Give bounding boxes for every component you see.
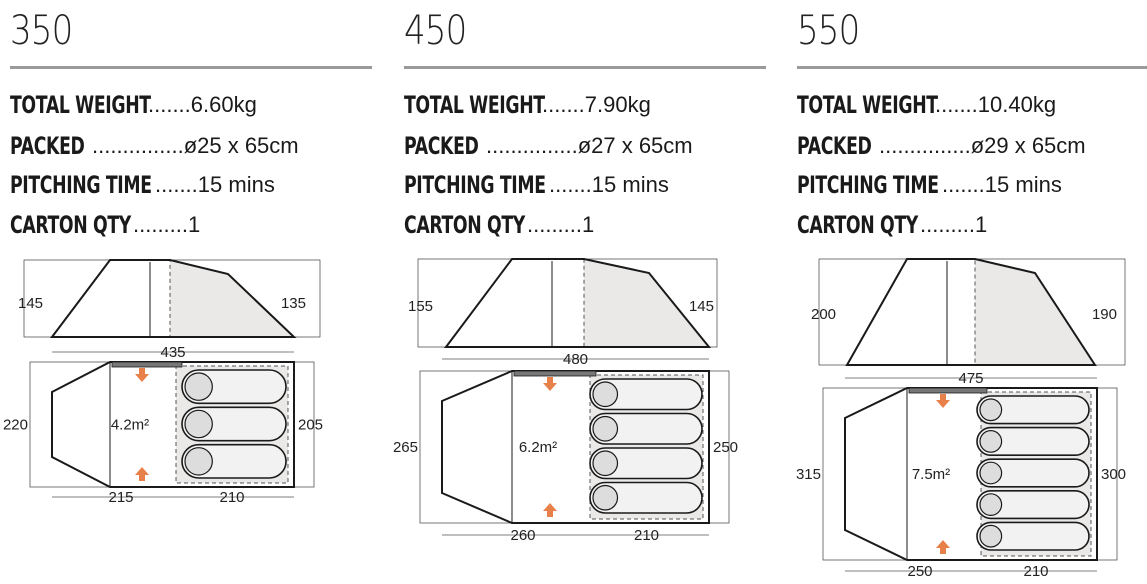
window-strip xyxy=(908,387,988,394)
rear-height-label: 135 xyxy=(281,295,306,312)
front-height-label: 145 xyxy=(18,295,43,312)
elevation-bedroom-area xyxy=(169,259,296,338)
bedroom-length-label: 210 xyxy=(219,489,244,506)
entry-arrow-top-stem xyxy=(139,368,145,375)
entry-arrow-bottom-stem xyxy=(940,547,946,554)
spec-packed: PACKED...............ø25 x 65cm xyxy=(10,132,299,160)
sleeping-bag xyxy=(976,426,1090,457)
spec-packed: PACKED...............ø27 x 65cm xyxy=(404,132,693,160)
model-title: 450 xyxy=(404,8,467,54)
spec-total-weight: TOTAL WEIGHT.......10.40kg xyxy=(797,91,1057,119)
entry-arrow-top xyxy=(936,400,950,408)
sleeping-bag xyxy=(976,490,1090,520)
bedroom-width-label: 300 xyxy=(1101,466,1126,483)
sleeping-bag xyxy=(589,378,703,411)
living-length-label: 260 xyxy=(510,527,535,544)
elevation-outline xyxy=(845,258,1097,366)
model-column-550: 550 TOTAL WEIGHT.......10.40kg PACKED...… xyxy=(796,0,1147,584)
window-strip xyxy=(111,361,183,368)
rear-height-label: 190 xyxy=(1092,306,1117,323)
sleeping-bag-hood xyxy=(184,409,213,439)
model-column-350: 350 TOTAL WEIGHT.......6.60kg PACKED....… xyxy=(3,0,375,584)
spec-pitching-time: PITCHING TIME.......15 mins xyxy=(10,171,275,199)
spec-total-weight: TOTAL WEIGHT.......7.90kg xyxy=(404,91,651,119)
tent-diagram: 155 145 480 6.2m² 265 250 260 210 xyxy=(393,258,738,544)
bedroom-width-label: 205 xyxy=(298,417,323,434)
sleeping-bag-hood xyxy=(184,447,213,476)
total-length-label: 480 xyxy=(563,351,588,368)
model-column-450: 450 TOTAL WEIGHT.......7.90kg PACKED....… xyxy=(393,0,769,584)
entry-arrow-top-stem xyxy=(940,394,946,401)
sleeping-bag xyxy=(976,521,1090,551)
sleeping-bag xyxy=(589,412,703,445)
sleeping-bag-hood xyxy=(979,524,1003,548)
front-height-label: 200 xyxy=(811,306,836,323)
spec-pitching-time: PITCHING TIME.......15 mins xyxy=(404,171,669,199)
rear-height-label: 145 xyxy=(689,298,714,315)
front-height-label: 155 xyxy=(408,298,433,315)
sleeping-bag xyxy=(589,447,703,480)
entry-arrow-bottom-stem xyxy=(139,474,145,481)
floor-area-label: 6.2m² xyxy=(519,439,557,456)
sleeping-bag-hood xyxy=(979,493,1003,517)
bedroom-length-label: 210 xyxy=(1023,563,1048,580)
total-length-label: 475 xyxy=(958,370,983,387)
elevation-bedroom-area xyxy=(974,258,1096,366)
width-label: 265 xyxy=(393,439,418,456)
entry-arrow-bottom-stem xyxy=(547,510,553,517)
window-strip xyxy=(513,370,597,377)
model-title: 550 xyxy=(797,8,860,54)
spec-pitching-time: PITCHING TIME.......15 mins xyxy=(797,171,1062,199)
entry-arrow-bottom xyxy=(543,503,557,511)
sleeping-bag-hood xyxy=(592,484,619,511)
sleeping-bag-hood xyxy=(979,398,1003,422)
model-title: 350 xyxy=(10,8,73,54)
spec-carton-qty: CARTON QTY.........1 xyxy=(404,211,595,239)
entry-arrow-top xyxy=(543,383,557,391)
width-label: 315 xyxy=(796,466,821,483)
entry-arrow-top-stem xyxy=(547,377,553,384)
sleeping-bag-hood xyxy=(592,450,619,477)
bedroom-width-label: 250 xyxy=(713,439,738,456)
floor-area-label: 4.2m² xyxy=(111,417,149,434)
elevation-outline xyxy=(49,259,297,338)
living-length-label: 215 xyxy=(108,489,133,506)
sleeping-bag xyxy=(976,458,1090,488)
entry-arrow-bottom xyxy=(936,540,950,548)
sleeping-bag-hood xyxy=(592,415,619,442)
sleeping-bag-hood xyxy=(592,381,619,408)
total-length-label: 435 xyxy=(160,344,185,361)
floor-area-label: 7.5m² xyxy=(912,466,950,483)
spec-carton-qty: CARTON QTY.........1 xyxy=(10,211,201,239)
elevation-outline xyxy=(444,258,712,348)
spec-packed: PACKED...............ø29 x 65cm xyxy=(797,132,1086,160)
title-divider xyxy=(797,66,1147,69)
spec-carton-qty: CARTON QTY.........1 xyxy=(797,211,988,239)
entry-arrow-top xyxy=(135,374,149,382)
bedroom-length-label: 210 xyxy=(634,527,659,544)
sleeping-bag-hood xyxy=(979,429,1003,453)
sleeping-bag-hood xyxy=(979,461,1003,485)
width-label: 220 xyxy=(3,417,28,434)
sleeping-bag-hood xyxy=(184,372,213,401)
spec-total-weight: TOTAL WEIGHT.......6.60kg xyxy=(10,91,257,119)
tent-diagram: 200 190 475 7.5m² 315 300 250 210 xyxy=(796,258,1126,580)
sleeping-bag xyxy=(589,481,703,514)
title-divider xyxy=(10,66,372,69)
living-length-label: 250 xyxy=(907,563,932,580)
sleeping-bag xyxy=(976,395,1090,425)
tent-diagram: 145 135 435 4.2m² 220 205 215 210 xyxy=(3,259,323,506)
entry-arrow-bottom xyxy=(135,467,149,475)
title-divider xyxy=(404,66,766,69)
